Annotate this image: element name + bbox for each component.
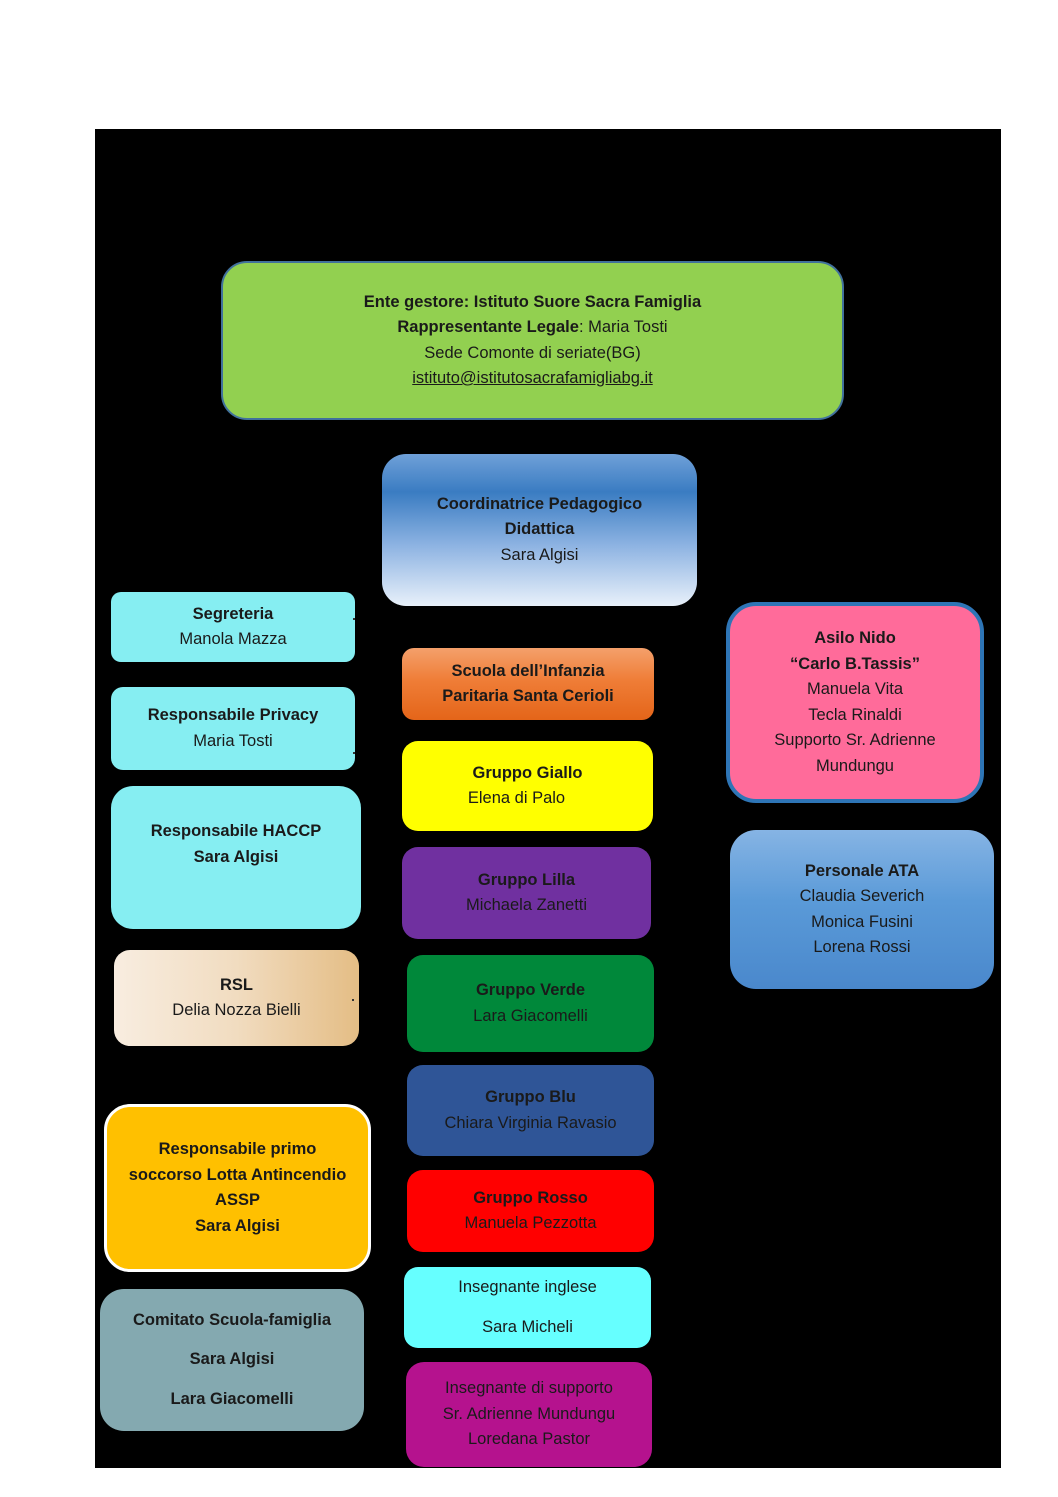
- personale-ata-name-1: Claudia Severich: [799, 887, 925, 905]
- scuola-infanzia-box: Scuola dell’Infanzia Paritaria Santa Cer…: [402, 648, 654, 720]
- gruppo-giallo-title: Gruppo Giallo: [472, 763, 583, 782]
- primo-soccorso-line3: ASSP: [215, 1191, 260, 1209]
- insegnante-inglese-name: Sara Micheli: [482, 1317, 573, 1336]
- gruppo-blu-name: Chiara Virginia Ravasio: [444, 1113, 617, 1132]
- comitato-member-2: Lara Giacomelli: [170, 1389, 294, 1408]
- comitato-box: Comitato Scuola-famiglia Sara Algisi Lar…: [100, 1289, 364, 1431]
- gruppo-lilla-name: Michaela Zanetti: [465, 896, 588, 914]
- insegnante-supporto-name-1: Sr. Adrienne Mundungu: [442, 1404, 616, 1423]
- primo-soccorso-line1: Responsabile primo: [158, 1140, 317, 1158]
- gruppo-verde-name: Lara Giacomelli: [473, 1006, 588, 1025]
- asilo-nido-title: Asilo Nido: [814, 629, 896, 647]
- asilo-nido-box: Asilo Nido “Carlo B.Tassis” Manuela Vita…: [726, 602, 984, 803]
- gruppo-lilla-box: Gruppo Lilla Michaela Zanetti: [402, 847, 651, 939]
- primo-soccorso-box: Responsabile primo soccorso Lotta Antinc…: [104, 1104, 371, 1272]
- gruppo-blu-box: Gruppo Blu Chiara Virginia Ravasio: [407, 1065, 654, 1156]
- sede-line: Sede Comonte di seriate(BG): [424, 343, 641, 362]
- segreteria-connector-dot: [353, 618, 355, 620]
- gruppo-giallo-box: Gruppo Giallo Elena di Palo: [402, 741, 653, 831]
- insegnante-supporto-box: Insegnante di supporto Sr. Adrienne Mund…: [406, 1362, 652, 1467]
- gruppo-verde-box: Gruppo Verde Lara Giacomelli: [407, 955, 654, 1052]
- asilo-nido-name-4: Mundungu: [816, 756, 894, 775]
- privacy-connector-dot: [353, 752, 355, 754]
- asilo-nido-name-3: Supporto Sr. Adrienne: [774, 731, 936, 749]
- haccp-box: Responsabile HACCP Sara Algisi: [111, 786, 361, 929]
- privacy-box: Responsabile Privacy Maria Tosti: [111, 687, 355, 770]
- gruppo-lilla-title: Gruppo Lilla: [477, 870, 576, 889]
- comitato-title: Comitato Scuola-famiglia: [132, 1310, 332, 1329]
- infanzia-line1: Scuola dell’Infanzia: [451, 661, 605, 680]
- rsl-box: RSL Delia Nozza Bielli: [114, 950, 359, 1046]
- ente-gestore-box: Ente gestore: Istituto Suore Sacra Famig…: [221, 261, 844, 420]
- infanzia-line2: Paritaria Santa Cerioli: [442, 687, 614, 705]
- coordinatrice-box: Coordinatrice Pedagogico Didattica Sara …: [382, 454, 697, 606]
- asilo-nido-name-1: Manuela Vita: [806, 680, 903, 698]
- coordinatrice-title-line1: Coordinatrice Pedagogico: [436, 494, 643, 513]
- gruppo-rosso-name: Manuela Pezzotta: [464, 1214, 597, 1232]
- coordinatrice-name: Sara Algisi: [500, 545, 579, 564]
- rappresentante-legale-name: : Maria Tosti: [578, 318, 668, 336]
- personale-ata-title: Personale ATA: [804, 861, 920, 880]
- gruppo-rosso-title: Gruppo Rosso: [473, 1188, 588, 1207]
- privacy-title: Responsabile Privacy: [147, 706, 319, 724]
- rappresentante-legale-line: Rappresentante Legale: Maria Tosti: [397, 315, 667, 341]
- ente-email-link[interactable]: istituto@istitutosacrafamigliabg.it: [412, 369, 653, 387]
- haccp-title: Responsabile HACCP: [150, 822, 322, 840]
- personale-ata-name-2: Monica Fusini: [811, 912, 913, 931]
- comitato-member-1: Sara Algisi: [189, 1350, 275, 1369]
- rsl-title: RSL: [220, 975, 253, 994]
- haccp-name: Sara Algisi: [193, 847, 279, 866]
- insegnante-supporto-name-2: Loredana Pastor: [467, 1430, 590, 1449]
- personale-ata-box: Personale ATA Claudia Severich Monica Fu…: [730, 830, 994, 989]
- primo-soccorso-line2: soccorso Lotta Antincendio: [128, 1165, 347, 1184]
- segreteria-box: Segreteria Manola Mazza: [111, 592, 355, 662]
- insegnante-inglese-title: Insegnante inglese: [458, 1278, 597, 1296]
- segreteria-title: Segreteria: [192, 604, 274, 623]
- insegnante-inglese-box: Insegnante inglese Sara Micheli: [404, 1267, 651, 1348]
- personale-ata-name-3: Lorena Rossi: [813, 938, 911, 956]
- rappresentante-legale-label: Rappresentante Legale: [397, 318, 579, 336]
- privacy-name: Maria Tosti: [193, 731, 273, 750]
- gruppo-giallo-name: Elena di Palo: [467, 789, 566, 807]
- ente-gestore-title: Ente gestore: Istituto Suore Sacra Famig…: [363, 292, 702, 311]
- asilo-nido-subtitle: “Carlo B.Tassis”: [790, 654, 920, 673]
- rsl-name: Delia Nozza Bielli: [172, 1001, 301, 1019]
- segreteria-name: Manola Mazza: [179, 630, 287, 648]
- insegnante-supporto-title: Insegnante di supporto: [445, 1379, 613, 1398]
- gruppo-rosso-box: Gruppo Rosso Manuela Pezzotta: [407, 1170, 654, 1252]
- coordinatrice-title-line2: Didattica: [504, 520, 575, 539]
- primo-soccorso-name: Sara Algisi: [195, 1216, 280, 1235]
- gruppo-verde-title: Gruppo Verde: [475, 981, 586, 999]
- rsl-connector-dot: [352, 999, 354, 1001]
- gruppo-blu-title: Gruppo Blu: [485, 1088, 576, 1106]
- asilo-nido-name-2: Tecla Rinaldi: [808, 705, 902, 724]
